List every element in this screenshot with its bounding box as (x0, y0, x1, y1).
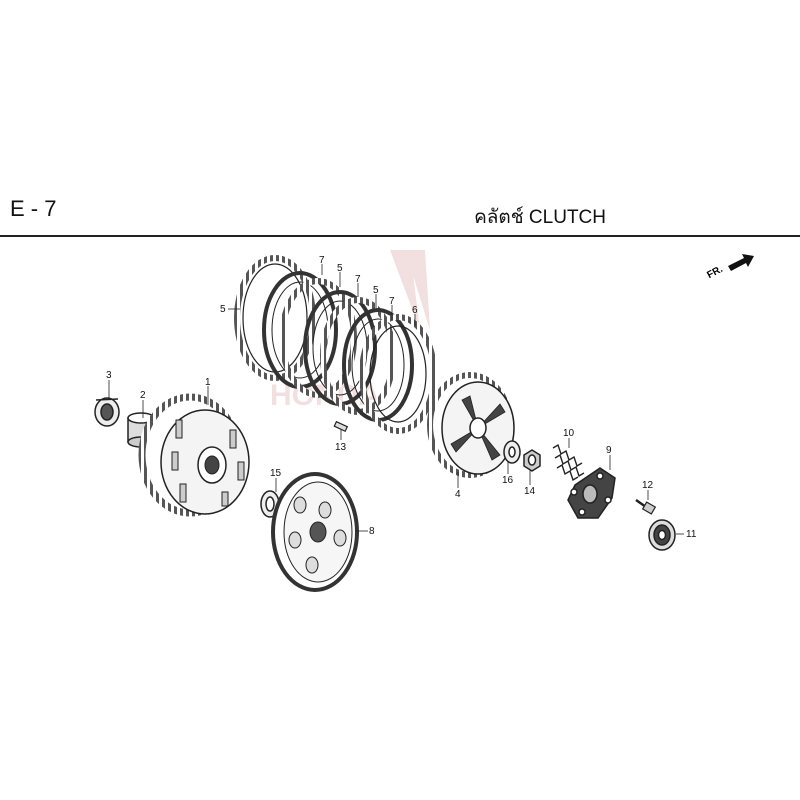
page-title: คลัตช์ CLUTCH (474, 207, 606, 228)
part-16-bearing (648, 519, 676, 551)
callout-10: 10 (563, 428, 575, 439)
part-3-bushing (94, 397, 120, 427)
part-8-pressure-plate (271, 472, 359, 592)
callout-9: 9 (606, 445, 612, 456)
callout-1: 1 (205, 377, 211, 388)
callout-15: 16 (502, 475, 514, 486)
part-12-bolt (635, 498, 657, 515)
callout-5c: 5 (373, 285, 379, 296)
part-9-lifter-plate (567, 467, 616, 519)
header-divider (0, 235, 800, 237)
callout-2: 2 (140, 390, 146, 401)
part-4-clutch-center (427, 372, 515, 478)
callout-5a: 5 (220, 304, 226, 315)
leader-lines (108, 264, 684, 535)
callout-3: 3 (106, 370, 112, 381)
callout-14: 15 (270, 468, 282, 479)
callout-16: 11 (686, 529, 697, 540)
callout-4: 4 (455, 489, 461, 500)
callout-11: 13 (335, 442, 347, 453)
callout-7c: 7 (389, 296, 395, 307)
part-13-lock-nut (523, 449, 541, 472)
callout-8: 8 (369, 526, 375, 537)
part-10-clutch-springs (552, 443, 585, 482)
callout-12: 12 (642, 480, 654, 491)
clutch-plate-stack (234, 255, 437, 434)
callout-7b: 7 (355, 274, 361, 285)
section-code: E - 7 (10, 196, 57, 221)
callout-numbers: 3 2 1 5 7 5 7 5 7 6 13 15 8 4 16 14 10 9… (106, 255, 697, 540)
callout-7a: 7 (319, 255, 325, 266)
callout-5b: 5 (337, 263, 343, 274)
callout-6: 6 (412, 305, 418, 316)
part-1-clutch-outer (138, 393, 250, 517)
front-arrow-icon (728, 254, 754, 271)
part-15-washer (503, 440, 521, 464)
callout-13: 14 (524, 486, 536, 497)
part-11-pin (333, 420, 349, 433)
